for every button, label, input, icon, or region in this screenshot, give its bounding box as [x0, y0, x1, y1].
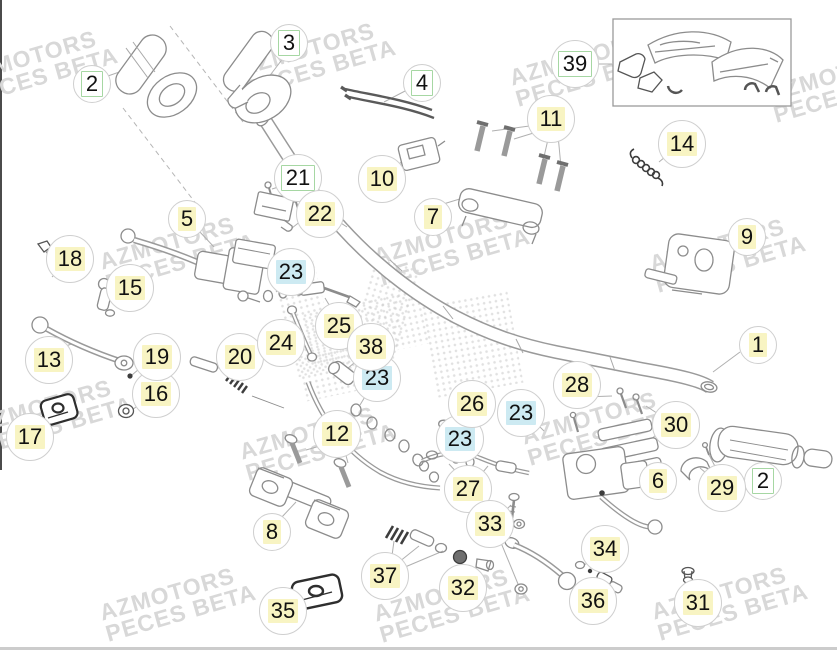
callout-4[interactable]: 4 [403, 64, 441, 102]
part-adjuster-32 [475, 558, 495, 572]
callout-32[interactable]: 32 [439, 564, 487, 612]
part-nut-16 [117, 403, 135, 419]
part-spring-kit [384, 525, 468, 565]
part-screws-28 [616, 387, 644, 415]
callout-11[interactable]: 11 [527, 95, 575, 143]
callout-19[interactable]: 19 [133, 333, 181, 381]
callout-5[interactable]: 5 [168, 200, 206, 238]
callout-18[interactable]: 18 [46, 235, 94, 283]
callout-38[interactable]: 38 [347, 323, 395, 371]
callout-23[interactable]: 23 [267, 248, 315, 296]
part-pivot-dot-19 [127, 373, 133, 379]
callout-6[interactable]: 6 [639, 462, 677, 500]
callout-37[interactable]: 37 [361, 552, 409, 600]
part-cable-27 [412, 450, 530, 476]
window-left-edge [0, 0, 2, 470]
callout-15[interactable]: 15 [106, 264, 154, 312]
part-bar-mounts [248, 467, 350, 539]
part-left-grip [115, 34, 198, 118]
callout-23[interactable]: 23 [497, 389, 545, 437]
callout-2[interactable]: 2 [744, 462, 782, 500]
callout-14[interactable]: 14 [658, 120, 706, 168]
callout-9[interactable]: 9 [728, 218, 766, 256]
callout-39[interactable]: 39 [551, 40, 599, 88]
callout-8[interactable]: 8 [253, 513, 291, 551]
part-right-grip [709, 425, 833, 469]
callout-7[interactable]: 7 [414, 198, 452, 236]
part-spare-lever [31, 316, 134, 371]
part-switchgear [644, 233, 735, 295]
callout-13[interactable]: 13 [25, 336, 73, 384]
part-brake-lever [504, 537, 577, 591]
callout-3[interactable]: 3 [270, 24, 308, 62]
callout-35[interactable]: 35 [259, 587, 307, 635]
callout-1[interactable]: 1 [739, 326, 777, 364]
window-bottom-edge [0, 647, 837, 650]
callout-2[interactable]: 2 [73, 65, 111, 103]
part-mount-bolts [474, 120, 569, 192]
callout-12[interactable]: 12 [313, 410, 361, 458]
callout-17[interactable]: 17 [6, 413, 54, 461]
callout-26[interactable]: 26 [448, 380, 496, 428]
callout-34[interactable]: 34 [581, 525, 629, 573]
part-bar-clamp-bracket [457, 188, 543, 245]
callout-36[interactable]: 36 [569, 577, 617, 625]
part-fitting-38 [305, 360, 441, 491]
callout-33[interactable]: 33 [466, 500, 514, 548]
part-riser-bolts [284, 434, 352, 488]
callout-29[interactable]: 29 [698, 464, 746, 512]
callout-22[interactable]: 22 [296, 190, 344, 238]
part-handlebar [255, 109, 718, 394]
part-bracket-screws [253, 181, 300, 232]
part-handguard-kit [612, 18, 792, 107]
callout-28[interactable]: 28 [553, 361, 601, 409]
part-clamp-17 [39, 393, 79, 426]
part-throttle-cables [340, 85, 435, 120]
part-screw-33 [508, 492, 528, 595]
part-throttle-tube [222, 30, 292, 124]
callout-20[interactable]: 20 [216, 333, 264, 381]
part-coil-spring-cable [629, 148, 664, 187]
callout-31[interactable]: 31 [674, 579, 722, 627]
callout-24[interactable]: 24 [257, 319, 305, 367]
callout-10[interactable]: 10 [358, 155, 406, 203]
callout-30[interactable]: 30 [652, 401, 700, 449]
